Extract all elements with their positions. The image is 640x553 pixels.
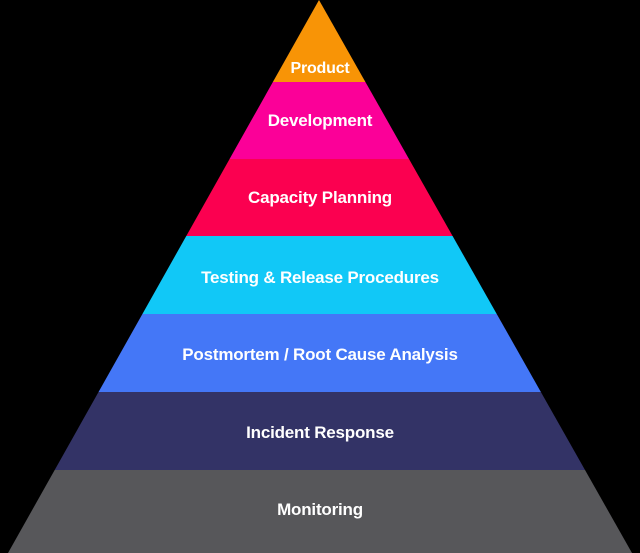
pyramid-tier-4[interactable]: [142, 236, 497, 314]
pyramid-tier-5[interactable]: [98, 314, 541, 392]
pyramid-tier-2[interactable]: [229, 82, 409, 159]
pyramid-tier-1[interactable]: [272, 0, 366, 82]
pyramid-tier-3[interactable]: [186, 159, 453, 236]
pyramid-tier-6[interactable]: [54, 392, 586, 470]
pyramid-tier-7[interactable]: [8, 470, 632, 553]
